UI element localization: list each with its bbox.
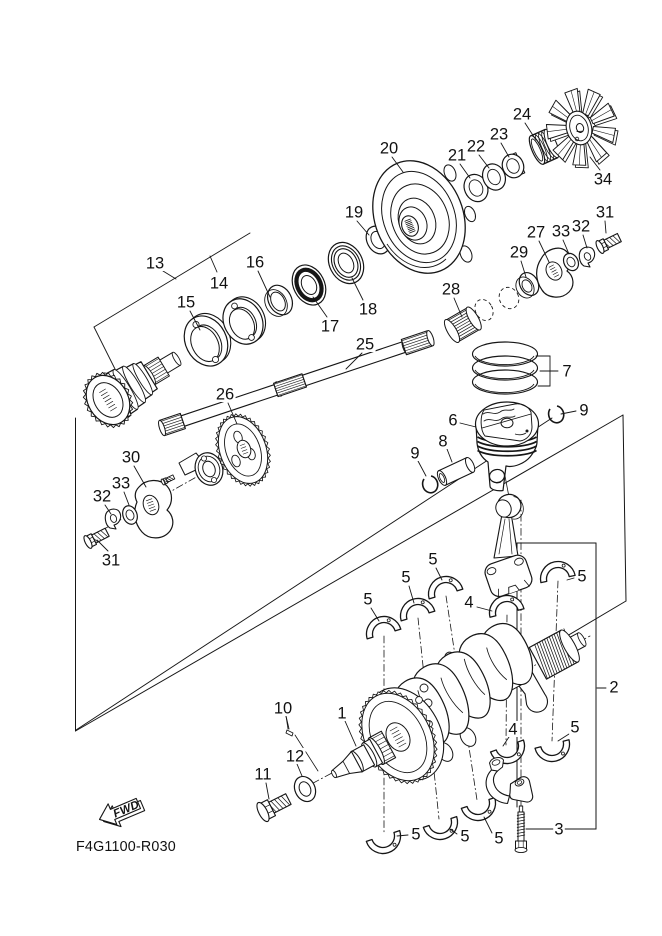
svg-text:5: 5 [494,830,503,848]
svg-text:4: 4 [508,721,517,739]
svg-text:23: 23 [490,126,508,144]
svg-text:12: 12 [286,748,304,766]
svg-text:5: 5 [570,719,579,737]
svg-text:2: 2 [609,679,618,697]
svg-text:32: 32 [93,488,111,506]
svg-text:19: 19 [345,204,363,222]
svg-text:27: 27 [527,224,545,242]
svg-text:16: 16 [246,254,264,272]
svg-text:5: 5 [363,591,372,609]
svg-text:8: 8 [438,433,447,451]
svg-text:5: 5 [411,826,420,844]
svg-text:17: 17 [321,318,339,336]
svg-text:33: 33 [552,223,570,241]
svg-text:13: 13 [146,255,164,273]
svg-text:10: 10 [274,700,292,718]
svg-text:1: 1 [337,705,346,723]
svg-text:30: 30 [122,449,140,467]
svg-text:7: 7 [562,363,571,381]
svg-text:31: 31 [596,204,614,222]
svg-text:26: 26 [216,386,234,404]
svg-text:21: 21 [448,147,466,165]
svg-text:6: 6 [448,412,457,430]
svg-text:29: 29 [510,244,528,262]
svg-text:14: 14 [210,275,228,293]
svg-text:F4G1100-R030: F4G1100-R030 [76,839,176,855]
svg-text:9: 9 [579,402,588,420]
svg-text:5: 5 [577,568,586,586]
svg-text:31: 31 [102,552,120,570]
svg-text:28: 28 [442,281,460,299]
svg-text:5: 5 [428,551,437,569]
svg-text:20: 20 [380,140,398,158]
svg-text:11: 11 [254,766,271,784]
svg-text:25: 25 [356,336,374,354]
svg-text:34: 34 [594,171,612,189]
svg-text:15: 15 [177,294,195,312]
svg-text:24: 24 [513,106,531,124]
svg-text:5: 5 [401,569,410,587]
svg-text:5: 5 [460,828,469,846]
svg-text:32: 32 [572,218,590,236]
svg-text:9: 9 [410,445,419,463]
svg-text:22: 22 [467,138,485,156]
svg-text:4: 4 [464,594,473,612]
svg-text:3: 3 [554,821,563,839]
svg-text:33: 33 [112,475,130,493]
svg-text:18: 18 [359,301,377,319]
